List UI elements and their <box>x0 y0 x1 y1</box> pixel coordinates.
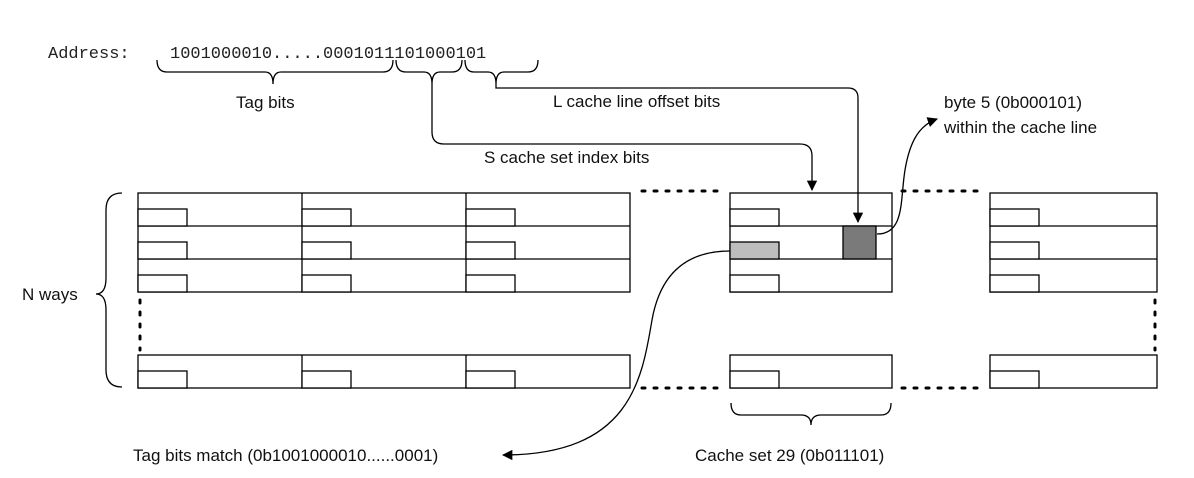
tag-field <box>989 208 1040 227</box>
byte-label-line2: within the cache line <box>943 118 1097 137</box>
tag-field <box>301 370 352 389</box>
tag-field <box>301 241 352 260</box>
tag-field <box>465 241 516 260</box>
offset-bits-arrow <box>495 84 864 224</box>
cache-line-last <box>137 354 631 389</box>
tag-field <box>137 370 188 389</box>
cache-set-block <box>137 192 631 293</box>
tag-field <box>137 274 188 293</box>
tag-field <box>989 370 1040 389</box>
ways-label: N ways <box>22 285 78 304</box>
tag-field <box>137 208 188 227</box>
tag-field <box>729 274 780 293</box>
tag-field <box>465 370 516 389</box>
tag-field <box>465 208 516 227</box>
index-bits-label: S cache set index bits <box>484 148 649 167</box>
byte-label-line1: byte 5 (0b000101) <box>944 93 1082 112</box>
offset-bits-label: L cache line offset bits <box>553 92 720 111</box>
matched-tag-field <box>729 241 780 260</box>
tag-match-arrow <box>501 250 731 461</box>
cache-sets-right <box>989 192 1158 389</box>
cache-set-29 <box>729 192 893 389</box>
cache-set-label: Cache set 29 (0b011101) <box>695 446 884 465</box>
address-label: Address: <box>48 45 130 64</box>
ways-brace <box>95 192 123 388</box>
selected-byte <box>842 225 877 260</box>
tag-field <box>465 274 516 293</box>
tag-bits-label: Tag bits <box>236 93 295 112</box>
cache-sets-left <box>137 192 631 389</box>
cache-set-brace <box>730 402 892 426</box>
tag-field <box>301 274 352 293</box>
tag-field <box>989 241 1040 260</box>
address-bits: 1001000010.....0001011101000101 <box>170 45 486 64</box>
tag-field <box>301 208 352 227</box>
byte-arrow <box>876 117 938 235</box>
tag-field <box>729 370 780 389</box>
tag-field <box>989 274 1040 293</box>
tag-field <box>729 208 780 227</box>
tag-match-label: Tag bits match (0b1001000010......0001) <box>133 446 438 465</box>
tag-bits-brace <box>156 59 394 85</box>
index-bits-arrow <box>431 84 818 192</box>
tag-field <box>137 241 188 260</box>
